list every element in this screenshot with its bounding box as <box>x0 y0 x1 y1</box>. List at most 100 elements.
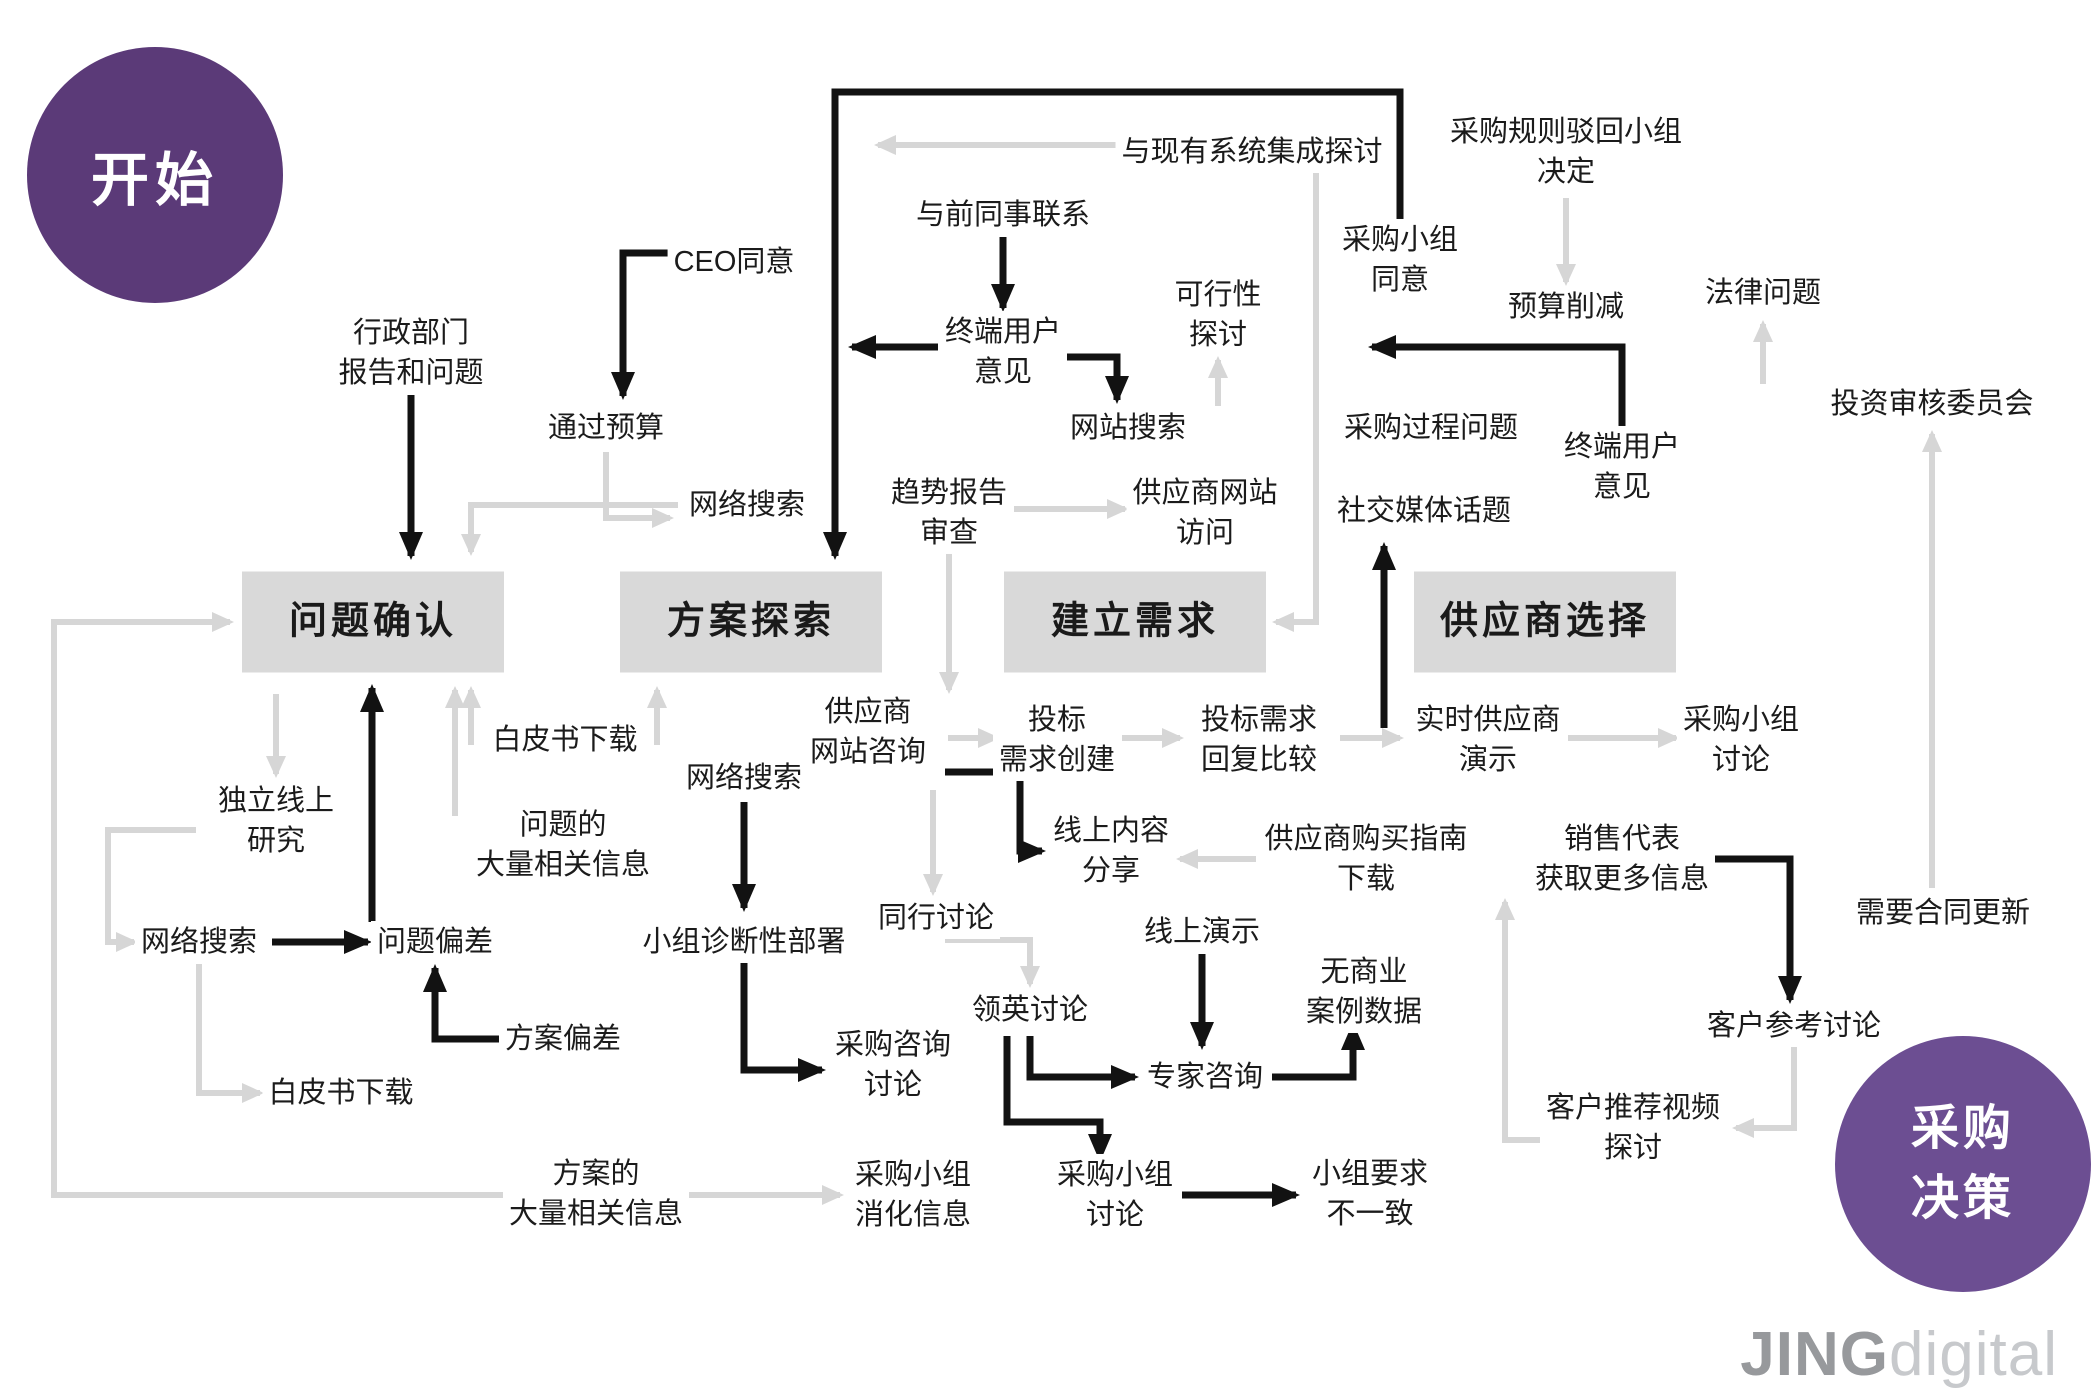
flow-arrow-black <box>1063 353 1129 404</box>
node-text: 同行讨论 <box>877 901 995 934</box>
node-text: 获取更多信息 <box>1534 863 1710 895</box>
node-text: 意见 <box>1592 471 1652 503</box>
node-text: 投标需求 <box>1200 703 1318 736</box>
node-team-requirements-mismatch: 小组要求不一致 <box>1305 1152 1435 1236</box>
node-text: 分享 <box>1081 855 1141 887</box>
node-text: 白皮书下载 <box>268 1076 414 1109</box>
flow-arrow-black <box>1272 1022 1365 1081</box>
node-website-search: 网站搜索 <box>1063 406 1193 450</box>
node-text: 探讨 <box>1603 1132 1663 1164</box>
node-text: 小组诊断性部署 <box>642 925 846 958</box>
flow-arrow-gray <box>196 964 264 1103</box>
flow-arrow-gray <box>1272 145 1319 632</box>
node-expert-consultation: 专家咨询 <box>1140 1055 1270 1099</box>
node-text: 问题的 <box>519 808 607 841</box>
node-purchasing-team-agreement: 采购小组同意 <box>1335 218 1465 302</box>
node-text: 无商业 <box>1320 955 1408 988</box>
node-bid-response-comparison: 投标需求回复比较 <box>1194 698 1324 782</box>
node-online-demo: 线上演示 <box>1137 910 1267 954</box>
flow-arrow-gray <box>51 612 505 1198</box>
node-text: 网站咨询 <box>809 736 927 768</box>
node-text: 可行性 <box>1174 278 1262 311</box>
node-ceo-approval: CEO同意 <box>667 240 801 284</box>
node-web-search-left: 网络搜索 <box>134 920 264 964</box>
flow-arrow-black <box>1003 1036 1112 1162</box>
node-text: 采购规则驳回小组 <box>1449 115 1683 148</box>
node-text: 网络搜索 <box>685 761 803 794</box>
flow-arrow-black <box>1368 335 1626 438</box>
node-feasibility-discussion: 可行性探讨 <box>1168 273 1268 357</box>
stage-problem-confirmation: 问题确认 <box>242 571 504 673</box>
node-text: 专家咨询 <box>1146 1060 1264 1093</box>
node-contract-update-needed: 需要合同更新 <box>1849 891 2037 935</box>
node-text: 大量相关信息 <box>508 1198 684 1230</box>
node-text: 下载 <box>1336 863 1396 895</box>
node-procurement-process-issues: 采购过程问题 <box>1337 406 1525 450</box>
flow-arrow-black <box>1026 1036 1139 1089</box>
node-text: 问题偏差 <box>376 925 494 958</box>
node-investment-review-committee: 投资审核委员会 <box>1824 382 2040 426</box>
node-text: 独立线上 <box>217 784 335 817</box>
node-text: 采购小组 <box>854 1158 972 1191</box>
node-text: 线上内容 <box>1052 814 1170 847</box>
node-text: 供应商购买指南 <box>1264 822 1468 855</box>
node-text: 网站搜索 <box>1069 411 1187 444</box>
node-text: 同意 <box>1370 264 1430 296</box>
node-text: 演示 <box>1458 744 1518 776</box>
flow-arrow-black <box>611 249 670 400</box>
node-linkedin-discussion: 领英讨论 <box>965 988 1095 1032</box>
node-solution-deviation: 方案偏差 <box>498 1017 628 1061</box>
flow-arrow-black <box>1714 855 1802 1004</box>
stage-solution-exploration: 方案探索 <box>620 571 882 673</box>
start-node: 开始 <box>27 47 283 303</box>
node-budget-approved: 通过预算 <box>541 406 671 450</box>
node-text: 供应商 <box>824 695 912 728</box>
node-text: 决定 <box>1536 156 1596 188</box>
node-text: 案例数据 <box>1305 996 1423 1028</box>
node-text: 网络搜索 <box>140 925 258 958</box>
node-text: 通过预算 <box>547 411 665 444</box>
flow-arrow-black <box>740 960 826 1082</box>
node-vendor-website-visit: 供应商网站访问 <box>1126 471 1284 555</box>
node-social-media-topics: 社交媒体话题 <box>1330 489 1518 533</box>
node-text: 问题确认 <box>288 600 457 643</box>
node-text: 领英讨论 <box>971 993 1089 1026</box>
node-team-diagnostic-deployment: 小组诊断性部署 <box>636 920 852 964</box>
flow-arrow-gray <box>461 502 678 556</box>
node-text: 网络搜索 <box>688 488 806 521</box>
node-purchasing-team-discussion-top: 采购小组讨论 <box>1676 698 1806 782</box>
node-whitepaper-download-bottom: 白皮书下载 <box>262 1071 420 1115</box>
flow-arrow-black <box>423 964 500 1043</box>
node-text: 方案探索 <box>666 600 835 643</box>
node-vendor-website-inquiry: 供应商网站咨询 <box>803 690 933 774</box>
node-text: 采购小组 <box>1682 703 1800 736</box>
node-text: 终端用户 <box>944 315 1062 348</box>
node-sales-rep-get-more-info: 销售代表获取更多信息 <box>1528 817 1716 901</box>
node-text: 与前同事联系 <box>915 198 1091 231</box>
node-text: 实时供应商 <box>1415 703 1561 736</box>
node-text: 预算削减 <box>1507 290 1625 323</box>
node-independent-online-research: 独立线上研究 <box>211 779 341 863</box>
node-text: 消化信息 <box>854 1199 972 1231</box>
node-trend-report-review: 趋势报告审查 <box>884 471 1014 555</box>
node-text: 投资审核委员会 <box>1830 387 2034 420</box>
node-no-business-case-data: 无商业案例数据 <box>1299 950 1429 1034</box>
decision-node-label-line2: 决策 <box>1910 1172 2015 1225</box>
node-text: 探讨 <box>1188 319 1248 351</box>
node-end-user-opinion-left: 终端用户意见 <box>938 310 1068 394</box>
decision-node: 采购 决策 <box>1835 1036 2091 1292</box>
node-whitepaper-download-top: 白皮书下载 <box>486 718 644 762</box>
node-admin-report-and-issues: 行政部门报告和问题 <box>332 311 490 395</box>
logo-light-text: digital <box>1889 1320 2058 1389</box>
node-text: 不一致 <box>1326 1198 1414 1230</box>
node-vendor-buying-guide-download: 供应商购买指南下载 <box>1258 817 1474 901</box>
node-text: 访问 <box>1175 517 1235 549</box>
node-text: 客户推荐视频 <box>1545 1091 1721 1124</box>
node-text: 客户参考讨论 <box>1706 1009 1882 1042</box>
node-text: 白皮书下载 <box>492 723 638 756</box>
flow-arrow-gray <box>603 452 674 528</box>
node-text: 建立需求 <box>1050 600 1219 643</box>
node-text: 审查 <box>919 517 979 549</box>
node-text: 需求创建 <box>998 744 1116 776</box>
